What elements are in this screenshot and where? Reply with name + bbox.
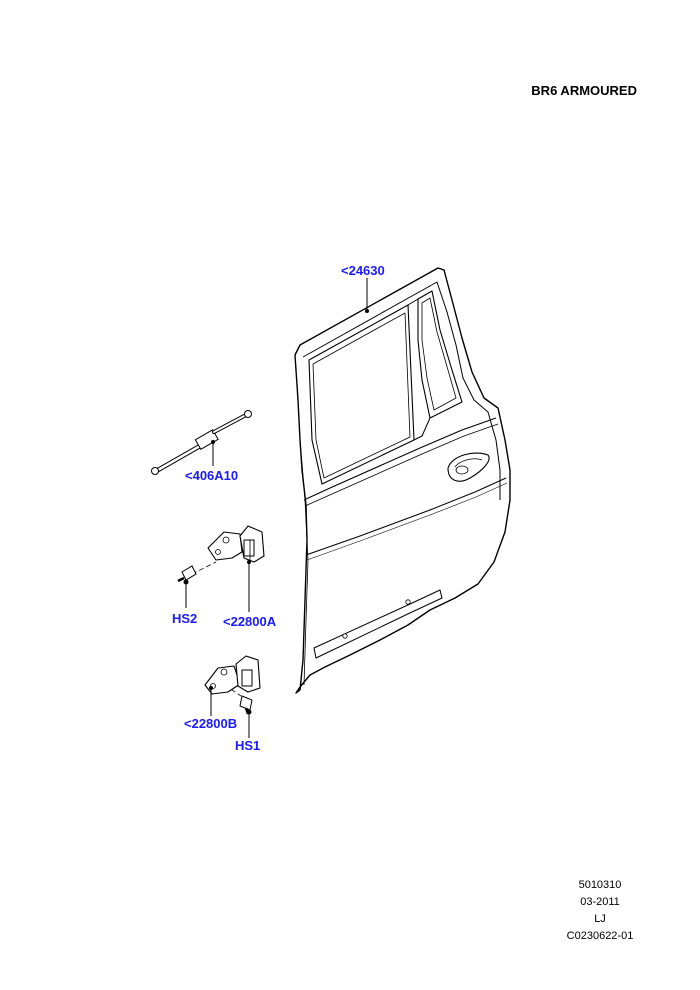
callout-lower-hinge-22800b[interactable]: <22800B bbox=[184, 716, 238, 731]
upper-hinge-leader-line bbox=[247, 560, 251, 612]
check-strap bbox=[151, 410, 252, 475]
footer-date: 03-2011 bbox=[580, 896, 620, 908]
callout-check-strap-406a10[interactable]: <406A10 bbox=[185, 468, 239, 483]
callout-upper-hinge-22800a[interactable]: <22800A bbox=[223, 614, 277, 629]
footer-code: 5010310 bbox=[578, 879, 622, 891]
callout-screw-hs2[interactable]: HS2 bbox=[172, 611, 198, 626]
lower-hinge-leader-line bbox=[209, 686, 213, 716]
upper-hinge bbox=[207, 525, 265, 564]
screw-hs1 bbox=[231, 689, 253, 738]
door-handle bbox=[447, 452, 490, 482]
callout-screw-hs1[interactable]: HS1 bbox=[235, 738, 261, 753]
screw-hs2 bbox=[177, 561, 217, 608]
diagram-title: BR6 ARMOURED bbox=[531, 83, 637, 98]
rear-door-panel bbox=[294, 267, 511, 694]
callout-door-24630[interactable]: <24630 bbox=[341, 263, 385, 278]
lower-hinge bbox=[204, 655, 261, 695]
check-strap-leader-line bbox=[211, 440, 215, 466]
footer-initials: LJ bbox=[594, 913, 606, 925]
door-leader-line bbox=[365, 278, 369, 313]
footer-illustration-id: C0230622-01 bbox=[566, 930, 634, 942]
